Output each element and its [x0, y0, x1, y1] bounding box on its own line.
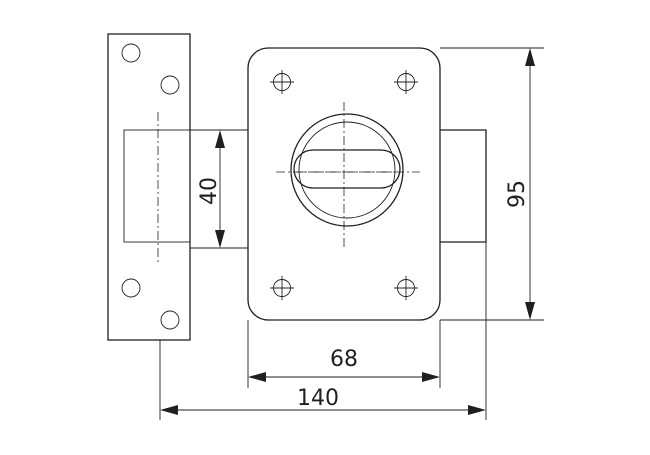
strike-hole-2: [160, 75, 180, 95]
lock-case: [247, 47, 441, 321]
dimension-140-label: 140: [297, 386, 339, 411]
dimension-40: 40: [197, 130, 225, 248]
bolt-right-extension: [440, 129, 487, 243]
case-screw-hole-bottom-left: [270, 276, 294, 300]
bolt-body: [190, 129, 487, 249]
dimension-68: 68: [248, 347, 440, 382]
case-screw-hole-top-right: [394, 70, 418, 94]
case-screw-hole-top-left: [270, 70, 294, 94]
rotor-outer-ring: [290, 113, 404, 227]
dimension-95-label: 95: [505, 180, 530, 208]
rotor-knob: [290, 113, 404, 227]
rotor-lever: [293, 149, 401, 189]
extension-lines: [159, 47, 544, 420]
strike-plate: [107, 33, 191, 341]
dimension-140: 140: [160, 386, 486, 415]
case-screw-hole-bottom-right: [394, 276, 418, 300]
dimension-68-label: 68: [330, 347, 358, 372]
strike-hole-1: [121, 43, 141, 63]
dimension-95: 95: [505, 48, 535, 320]
strike-hole-4: [160, 310, 180, 330]
lock-case-outline: [247, 47, 441, 321]
strike-hole-3: [121, 278, 141, 298]
dimension-40-label: 40: [197, 177, 222, 205]
rotor-inner-ring: [298, 121, 396, 219]
strike-plate-pocket: [123, 129, 191, 243]
